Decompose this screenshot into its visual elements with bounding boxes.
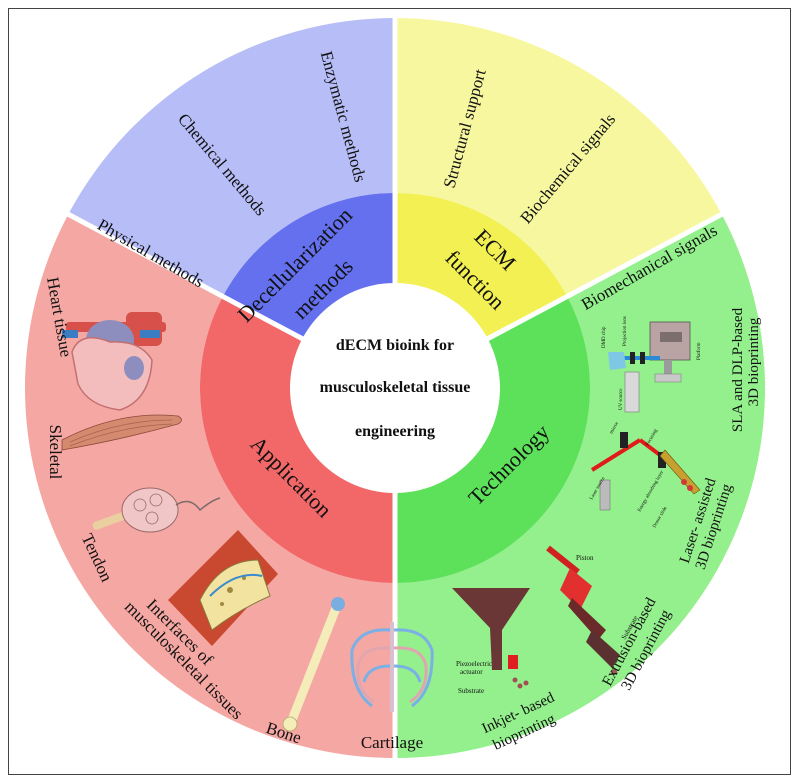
divider-line (484, 211, 725, 342)
piezo-label-2: actuator (460, 668, 483, 676)
muscle-illustration (61, 414, 182, 451)
piston-label: Piston (576, 554, 594, 562)
divider-line (65, 211, 306, 342)
sla-dlp-label-2: 3D bioprinting (746, 317, 762, 406)
figure-frame (8, 8, 791, 775)
projection-lens-label: Projection lens (623, 316, 628, 346)
piezo-label-1: Piezoelectric (456, 660, 492, 668)
center-circle (290, 283, 500, 493)
tendon-illustration (92, 487, 221, 533)
tech-inner-sector (395, 296, 591, 583)
mirror-label: mirror (609, 421, 620, 435)
decell-inner-sector (222, 193, 395, 340)
center-line-1: dECM bioink for (336, 337, 454, 354)
inner-ring (200, 193, 591, 583)
dividers-diag (65, 211, 725, 342)
sla-dlp-illustration: DMD chip Projection lens UV source Platf… (602, 316, 702, 413)
sla-dlp-label-1: SLA and DLP-based (730, 307, 746, 432)
center-line-3: engineering (355, 423, 435, 440)
uv-source-label: UV source (619, 388, 624, 410)
cartilage-label: Cartilage (361, 733, 423, 752)
platform-label: Platform (697, 342, 702, 360)
interface-illustration (168, 530, 278, 646)
skeletal-label: Skeletal (46, 425, 65, 480)
ribcage-illustration (350, 622, 434, 712)
dmd-chip-label: DMD chip (602, 326, 607, 348)
decell-outer-sector (68, 18, 395, 297)
inkjet-illustration: Piezoelectric actuator Substrate (452, 588, 530, 695)
substrate-label-inkjet: Substrate (458, 687, 484, 695)
app-inner-sector (200, 296, 395, 583)
ecm-outer-sector (395, 18, 722, 297)
center-line-2: musculoskeletal tissue (320, 379, 471, 396)
ecm-inner-sector (395, 193, 568, 340)
heart-illustration (62, 312, 166, 411)
bone-illustration (282, 597, 345, 732)
